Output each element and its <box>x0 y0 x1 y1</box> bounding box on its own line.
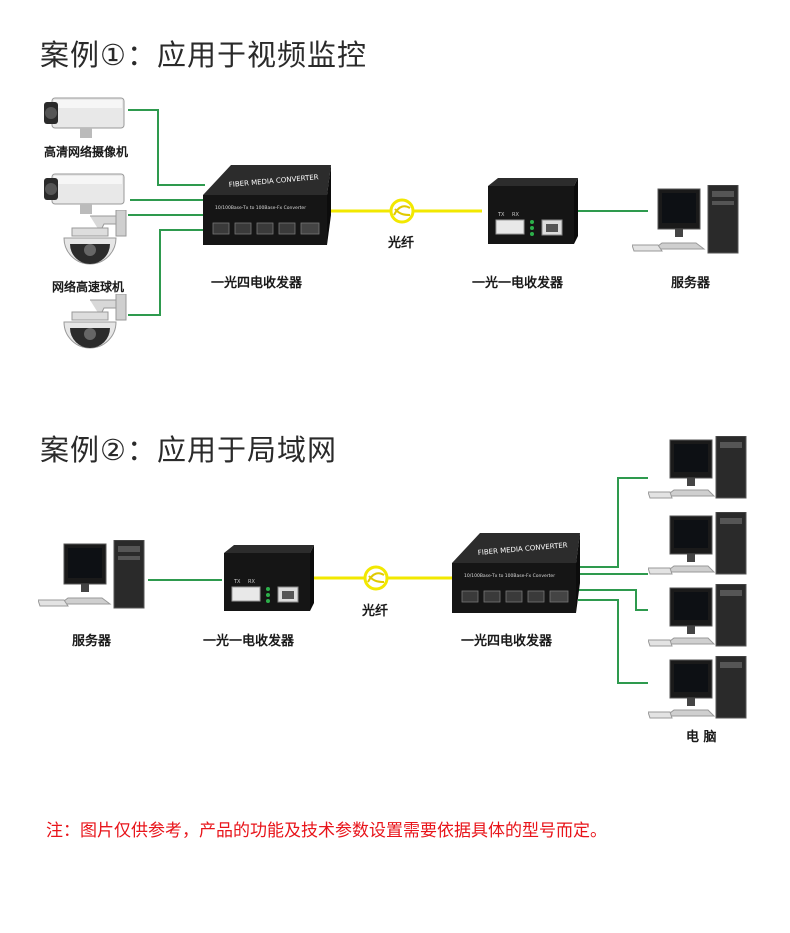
dome-camera-icon <box>63 294 127 349</box>
case2-title: 案例②：应用于局域网 <box>40 433 337 467</box>
computer-icon <box>648 512 747 575</box>
label-server-case1: 服务器 <box>671 276 711 291</box>
server-icon <box>632 185 739 254</box>
converter-1x1-icon: TX RX <box>224 545 314 611</box>
copper-line-pc1 <box>578 477 648 568</box>
computer-icon <box>648 584 747 647</box>
label-server-case2: 服务器 <box>72 634 112 649</box>
ip-camera-icon <box>44 173 125 214</box>
label-fiber-case1: 光纤 <box>388 236 415 251</box>
converter-spec-text: 10/100Base-Tx to 100Base-Fx Converter <box>464 573 555 579</box>
converter-spec-text: 10/100Base-Tx to 100Base-Fx Converter <box>215 205 306 211</box>
port-rx-text: RX <box>512 212 519 218</box>
converter-1x4-icon: FIBER MEDIA CONVERTER 10/100Base-Tx to 1… <box>452 533 580 613</box>
label-converter-1x1-case1: 一光一电收发器 <box>472 276 564 291</box>
label-converter-1x4-case2: 一光四电收发器 <box>461 634 553 649</box>
port-tx-text: TX <box>233 579 241 585</box>
label-dome-camera: 网络高速球机 <box>52 280 125 294</box>
label-fiber-case2: 光纤 <box>362 604 389 619</box>
fiber-coil-icon-case2 <box>363 565 389 591</box>
fiber-coil-icon-case1 <box>389 198 415 224</box>
converter-1x4-icon: FIBER MEDIA CONVERTER 10/100Base-Tx to 1… <box>203 165 331 245</box>
label-converter-1x1-case2: 一光一电收发器 <box>203 634 295 649</box>
computer-icon <box>648 436 747 499</box>
port-tx-text: TX <box>497 212 505 218</box>
port-rx-text: RX <box>248 579 255 585</box>
computer-icon <box>648 656 747 719</box>
copper-line-cam1 <box>128 109 205 186</box>
copper-line-dome2 <box>128 229 205 316</box>
label-ip-camera: 高清网络摄像机 <box>44 145 129 159</box>
case1-title: 案例①：应用于视频监控 <box>40 38 367 72</box>
ip-camera-icon <box>44 97 125 138</box>
label-converter-1x4-case1: 一光四电收发器 <box>211 276 303 291</box>
disclaimer-note: 注：图片仅供参考，产品的功能及技术参数设置需要依据具体的型号而定。 <box>46 821 607 841</box>
copper-line-pc4 <box>578 599 648 684</box>
converter-1x1-icon: TX RX <box>488 178 578 244</box>
copper-line-pc3 <box>578 589 648 611</box>
dome-camera-icon <box>63 210 127 265</box>
label-computer: 电 脑 <box>686 730 717 745</box>
server-icon <box>38 540 145 609</box>
